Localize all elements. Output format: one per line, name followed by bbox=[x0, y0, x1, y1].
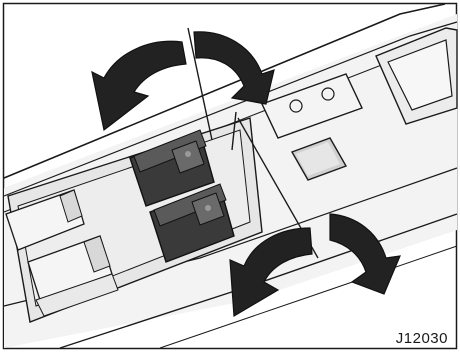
figure-code: J12030 bbox=[396, 330, 448, 347]
